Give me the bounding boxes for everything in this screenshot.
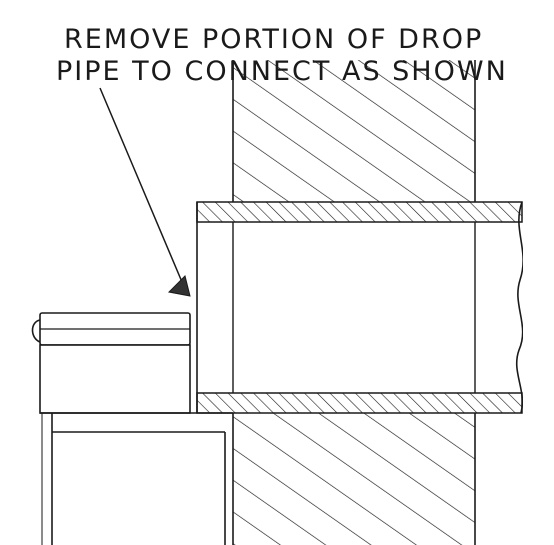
- note-line-1: REMOVE PORTION OF DROP: [64, 24, 483, 55]
- wall-upper-section: [233, 60, 475, 202]
- wall-lower-section: [233, 413, 475, 545]
- pipe-bottom-wall: [196, 392, 523, 414]
- pipe-top-wall: [196, 201, 523, 223]
- leader-arrow: [99, 87, 191, 297]
- drop-pipe-fitting: [31, 312, 233, 545]
- pipe-break-line: [515, 201, 524, 414]
- arrowhead-icon: [167, 275, 191, 297]
- pipe-bore: [197, 202, 527, 413]
